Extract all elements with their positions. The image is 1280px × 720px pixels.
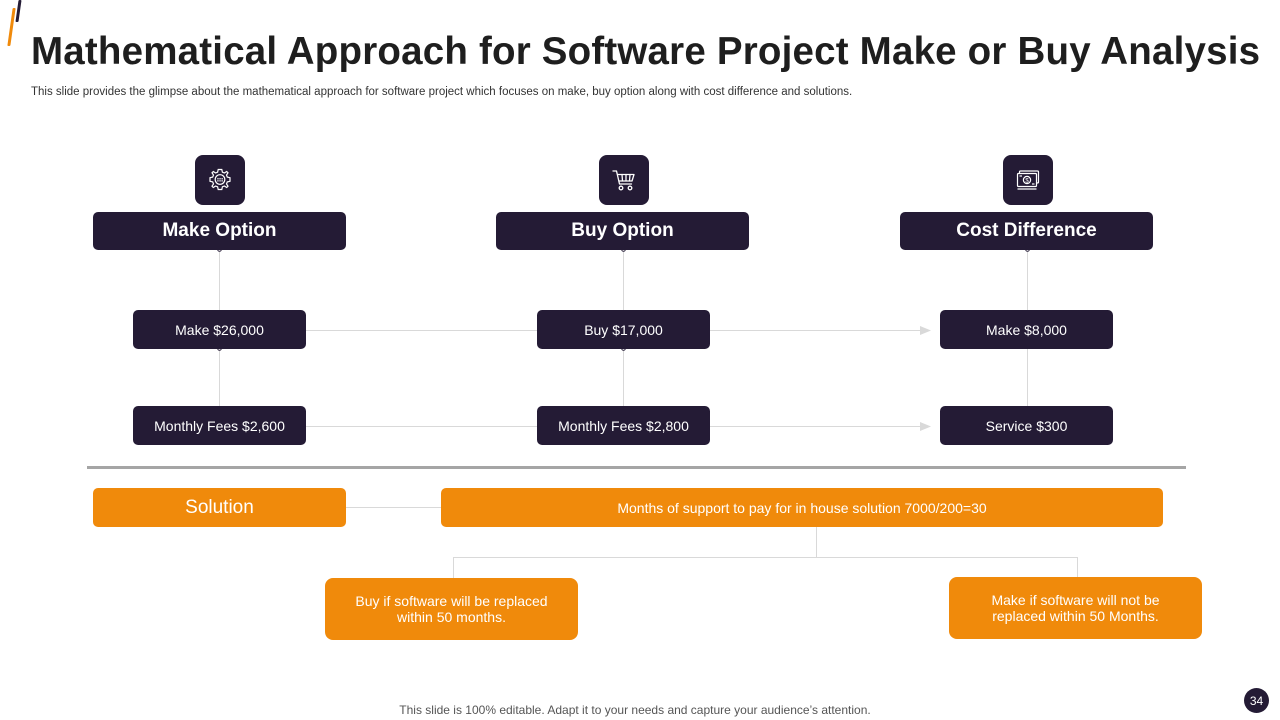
make-cost-box: Make $26,000: [133, 310, 306, 349]
make-outcome-box: Make if software will not be replaced wi…: [949, 577, 1202, 639]
page-title: Mathematical Approach for Software Proje…: [31, 30, 1261, 73]
arrowhead-row-1: [920, 326, 931, 335]
money-bill-icon: $: [1016, 170, 1040, 190]
gear-icon: [209, 168, 231, 191]
section-divider: [87, 466, 1186, 469]
buy-option-header: Buy Option: [496, 212, 749, 250]
cost-difference-header: Cost Difference: [900, 212, 1153, 250]
make-monthly-fees-box: Monthly Fees $2,600: [133, 406, 306, 445]
page-subtitle: This slide provides the glimpse about th…: [31, 86, 853, 98]
buy-option-icon-tile: [599, 155, 649, 205]
page-number-badge: 34: [1244, 688, 1269, 713]
cost-difference-service-box: Service $300: [940, 406, 1113, 445]
make-option-icon-tile: [195, 155, 245, 205]
arrowhead-row-2: [920, 422, 931, 431]
footer-note: This slide is 100% editable. Adapt it to…: [399, 703, 871, 717]
shopping-cart-icon: [612, 170, 635, 191]
buy-monthly-fees-box: Monthly Fees $2,800: [537, 406, 710, 445]
buy-outcome-box: Buy if software will be replaced within …: [325, 578, 578, 640]
make-option-header: Make Option: [93, 212, 346, 250]
cost-difference-icon-tile: $: [1003, 155, 1053, 205]
svg-text:$: $: [1025, 178, 1029, 184]
buy-cost-box: Buy $17,000: [537, 310, 710, 349]
solution-label: Solution: [93, 488, 346, 527]
solution-formula: Months of support to pay for in house so…: [441, 488, 1163, 527]
cost-difference-make-box: Make $8,000: [940, 310, 1113, 349]
